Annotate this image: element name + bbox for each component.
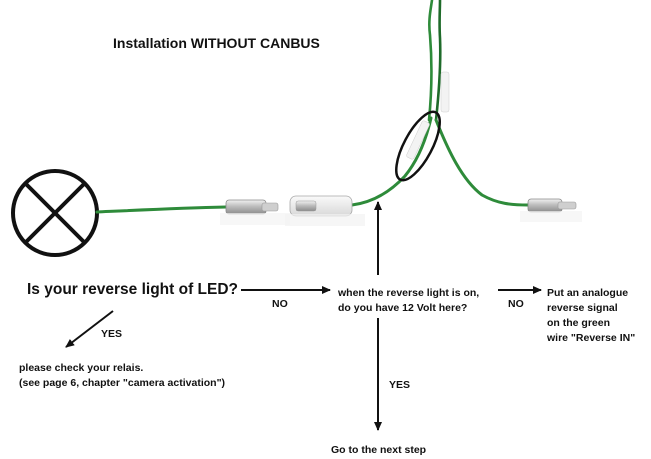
next-step-note: Go to the next step xyxy=(331,444,427,456)
wire-right xyxy=(434,118,530,207)
wire-label-sleeves xyxy=(406,71,450,160)
yes-label-2: YES xyxy=(389,379,411,391)
wire-top-b xyxy=(434,0,442,122)
green-wires xyxy=(95,0,530,214)
wire-middle xyxy=(350,116,433,207)
arrow-yes-1 xyxy=(65,310,114,348)
check-relais-line-2: (see page 6, chapter "camera activation"… xyxy=(19,377,226,389)
check-relais-line-1: please check your relais. xyxy=(19,362,144,374)
yes-label-1: YES xyxy=(101,328,123,340)
no-label-2: NO xyxy=(508,298,524,310)
check-relais-note: please check your relais. (see page 6, c… xyxy=(19,361,225,391)
analogue-signal-note: Put an analogue reverse signal on the gr… xyxy=(547,286,635,346)
question-12-volt-line-1: when the reverse light is on, xyxy=(338,287,480,299)
lamp-icon xyxy=(11,169,99,257)
question-led: Is your reverse light of LED? xyxy=(27,281,239,298)
analogue-line-1: Put an analogue xyxy=(547,287,629,299)
connector-icon xyxy=(220,195,582,226)
question-12-volt-line-2: do you have 12 Volt here? xyxy=(338,302,468,314)
analogue-line-3: on the green xyxy=(547,317,611,329)
wire-lamp xyxy=(95,205,228,214)
wire-top-a xyxy=(427,0,434,122)
analogue-line-4: wire "Reverse IN" xyxy=(547,332,636,344)
diagram-title: Installation WITHOUT CANBUS xyxy=(113,35,320,51)
flow-arrows xyxy=(65,201,542,431)
no-label-1: NO xyxy=(272,298,288,310)
question-12-volt: when the reverse light is on, do you hav… xyxy=(338,286,479,316)
analogue-line-2: reverse signal xyxy=(547,302,618,314)
highlight-ellipse xyxy=(395,110,441,182)
